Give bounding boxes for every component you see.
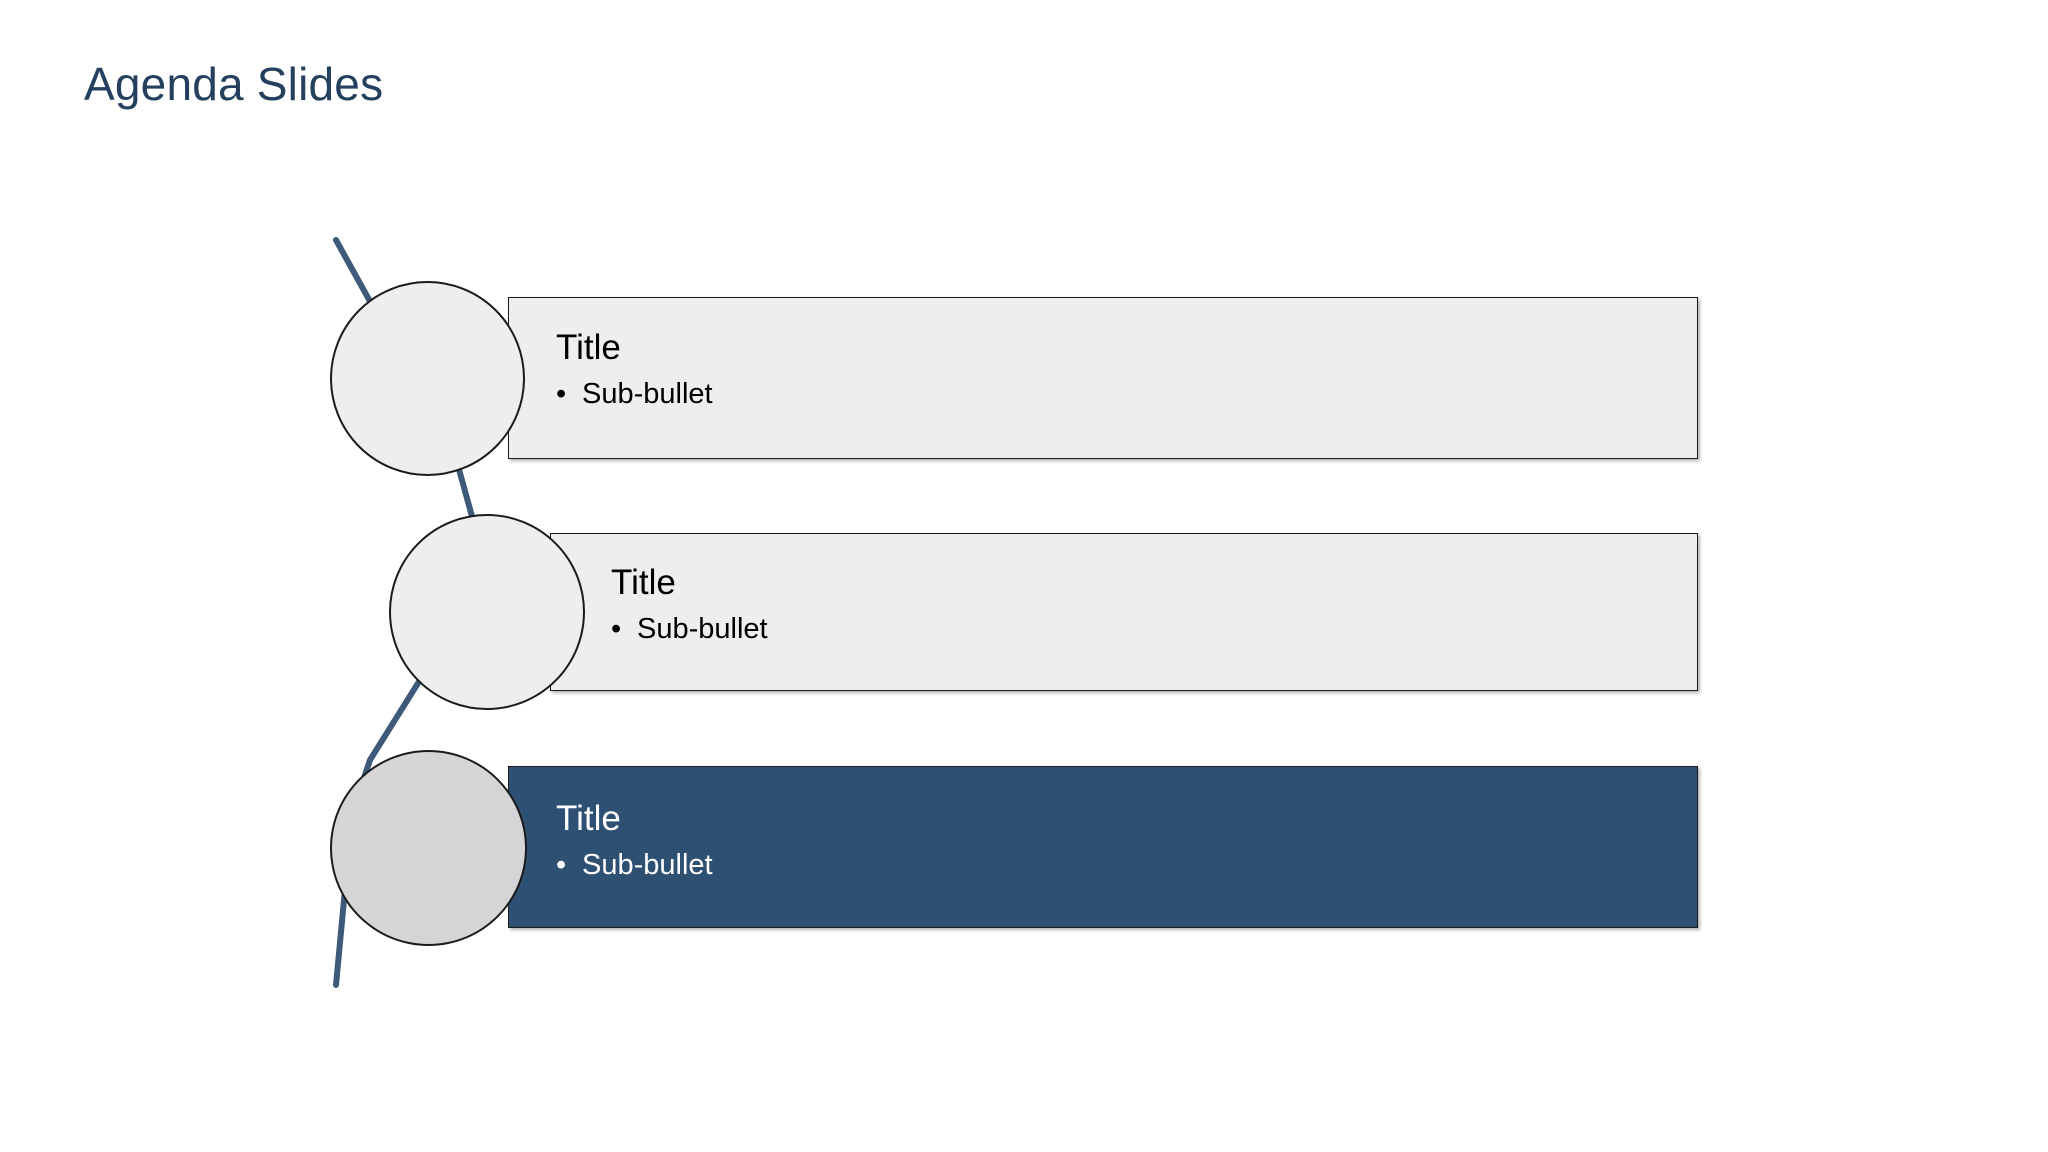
agenda-row-text-block: Title • Sub-bullet xyxy=(556,799,713,881)
bullet-icon: • xyxy=(556,848,567,881)
bullet-icon: • xyxy=(611,612,622,645)
page-title: Agenda Slides xyxy=(84,58,384,110)
agenda-row-marker-circle[interactable] xyxy=(389,514,585,710)
agenda-row-title: Title xyxy=(611,563,676,602)
agenda-row-text-block: Title • Sub-bullet xyxy=(556,328,713,410)
agenda-row-sub-bullet: • Sub-bullet xyxy=(611,612,768,645)
agenda-row-marker-circle[interactable] xyxy=(330,750,527,946)
agenda-row-sub-bullet-label: Sub-bullet xyxy=(637,612,768,645)
agenda-row-bar[interactable] xyxy=(550,533,1698,691)
agenda-row-bar[interactable] xyxy=(508,766,1698,928)
agenda-row-sub-bullet-label: Sub-bullet xyxy=(582,377,713,410)
agenda-row-text-block: Title • Sub-bullet xyxy=(611,563,768,645)
agenda-row-sub-bullet: • Sub-bullet xyxy=(556,848,713,881)
bullet-icon: • xyxy=(556,377,567,410)
agenda-row-sub-bullet-label: Sub-bullet xyxy=(582,848,713,881)
agenda-row-title: Title xyxy=(556,328,621,367)
agenda-row-title: Title xyxy=(556,799,621,838)
agenda-row-marker-circle[interactable] xyxy=(330,281,525,476)
agenda-row-sub-bullet: • Sub-bullet xyxy=(556,377,713,410)
